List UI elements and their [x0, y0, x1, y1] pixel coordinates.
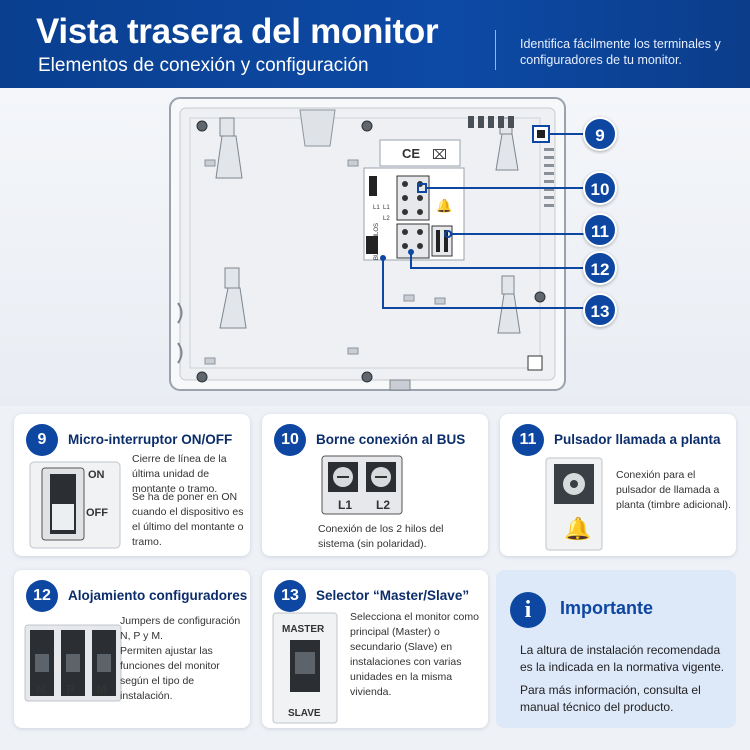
header-banner: Vista trasera del monitor Elementos de c…	[0, 0, 750, 88]
card-title: Borne conexión al BUS	[316, 432, 466, 447]
callout-9: 9	[583, 117, 617, 151]
master-slave-illustration	[272, 612, 338, 724]
bus-terminal-illustration	[320, 454, 404, 518]
card-configurators: 12 Alojamiento configuradores N P M Jump…	[14, 570, 250, 728]
card-bus-terminal: 10 Borne conexión al BUS L1 L2 Conexión …	[262, 414, 488, 556]
header-description: Identifica fácilmente los terminales y c…	[520, 37, 721, 67]
svg-text:🔔: 🔔	[436, 198, 452, 214]
card-text: Cierre de línea de la última unidad de m…	[132, 453, 227, 495]
header-divider	[495, 30, 496, 70]
card-title: Pulsador llamada a planta	[554, 432, 721, 447]
card-call-button: 11 Pulsador llamada a planta 🔔 Conexión …	[500, 414, 736, 556]
l1-label: L1	[338, 498, 353, 512]
card-text: Selecciona el monitor como principal (Ma…	[350, 611, 479, 698]
card-text: Permiten ajustar las funciones del monit…	[120, 645, 220, 702]
monitor-rear-diagram: CE ⌧ L1 L1 L2 BUS 2 HILOS 🔔	[0, 88, 750, 406]
on-label: ON	[88, 469, 105, 481]
card-title: Alojamiento configuradores	[68, 588, 248, 603]
page-subtitle: Elementos de conexión y configuración	[38, 55, 369, 76]
jumper-label-p: P	[66, 682, 75, 697]
jumpers-illustration	[24, 624, 122, 724]
bell-icon: 🔔	[564, 516, 591, 542]
info-icon: i	[510, 592, 546, 628]
important-text: Para más información, consulta el manual…	[520, 683, 701, 714]
jumper-label-m: M	[96, 682, 107, 697]
ce-mark: CE	[402, 146, 420, 161]
card-number: 12	[26, 580, 58, 612]
card-title: Selector “Master/Slave”	[316, 588, 470, 603]
card-text: Se ha de poner en ON cuando el dispositi…	[132, 491, 244, 548]
card-number: 13	[274, 580, 306, 612]
callout-10: 10	[583, 171, 617, 205]
svg-text:L1: L1	[383, 205, 390, 211]
jumper-label-n: N	[36, 682, 46, 697]
important-text: La altura de instalación recomendada es …	[520, 643, 725, 674]
switch-illustration	[28, 460, 122, 550]
card-text: Jumpers de configuración N, P y M.	[120, 615, 241, 642]
l2-label: L2	[376, 498, 391, 512]
card-number: 9	[26, 424, 58, 456]
svg-text:⌧: ⌧	[432, 148, 447, 163]
callout-11: 11	[583, 213, 617, 247]
callout-13: 13	[583, 293, 617, 327]
slave-label: SLAVE	[288, 708, 321, 719]
call-button-illustration: 🔔	[544, 456, 604, 552]
card-text: Conexión de los 2 hilos del sistema (sin…	[318, 523, 444, 550]
card-title: Micro-interruptor ON/OFF	[68, 432, 233, 447]
svg-text:L1: L1	[373, 205, 380, 211]
card-master-slave: 13 Selector “Master/Slave” MASTER SLAVE …	[262, 570, 488, 728]
important-box: i Importante La altura de instalación re…	[496, 570, 736, 728]
important-title: Importante	[560, 598, 654, 618]
card-micro-switch: 9 Micro-interruptor ON/OFF ON OFF Cierre…	[14, 414, 250, 556]
svg-text:L2: L2	[383, 216, 390, 222]
callout-12: 12	[583, 251, 617, 285]
page-title: Vista trasera del monitor	[36, 12, 439, 51]
card-number: 10	[274, 424, 306, 456]
master-label: MASTER	[282, 624, 325, 635]
off-label: OFF	[86, 507, 108, 519]
card-number: 11	[512, 424, 544, 456]
monitor-rear-illustration: CE ⌧ L1 L1 L2 BUS 2 HILOS 🔔	[169, 97, 584, 391]
card-text: Conexión para el pulsador de llamada a p…	[616, 469, 731, 511]
